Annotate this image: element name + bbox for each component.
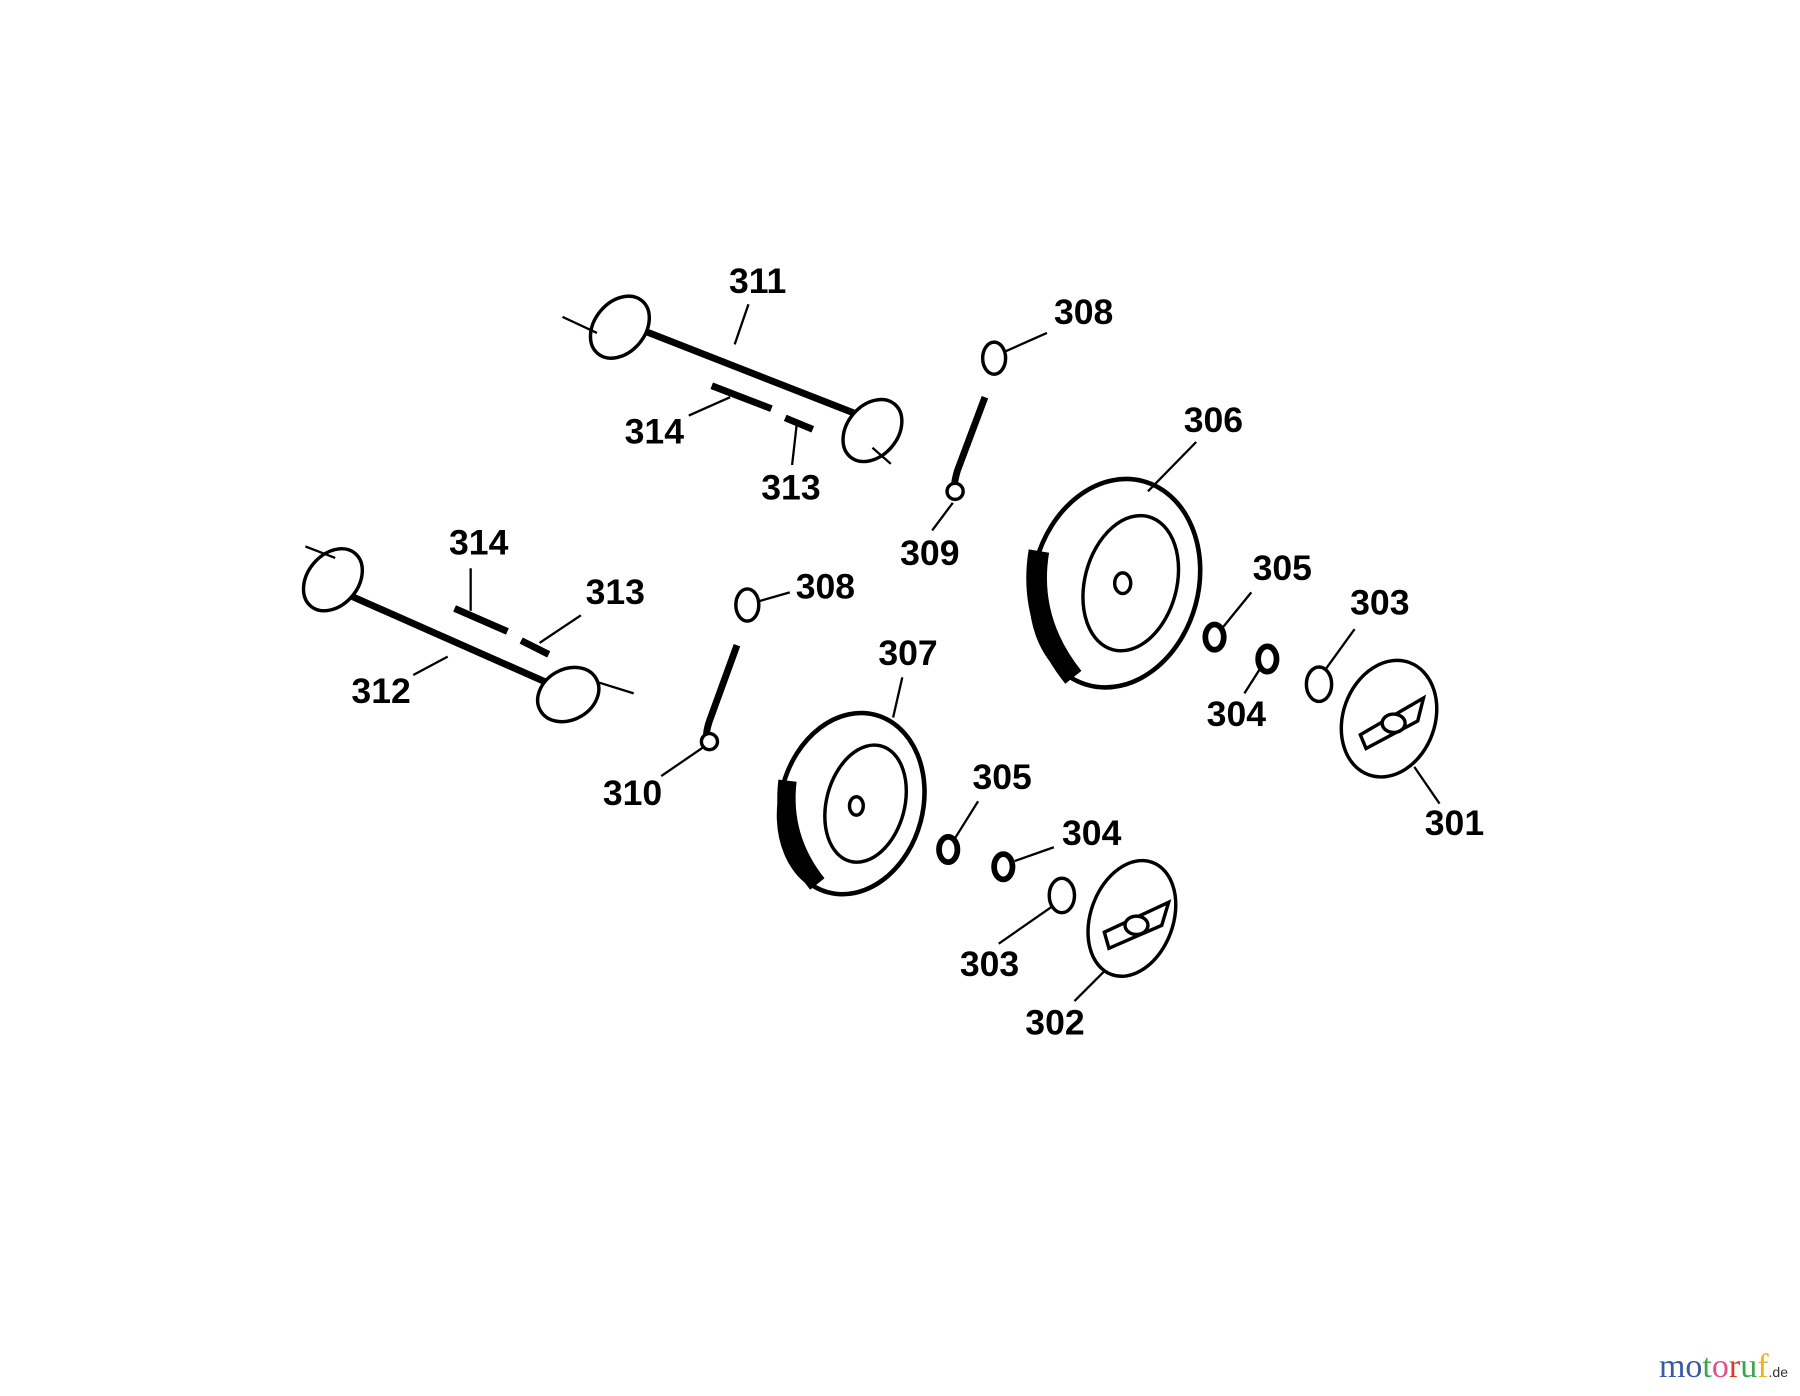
callout-309: 309 xyxy=(900,533,959,573)
callout-310: 310 xyxy=(603,773,662,813)
hubcap-301 xyxy=(1339,658,1439,779)
callout-314: 314 xyxy=(449,523,509,563)
cotter-pin-310 xyxy=(699,644,741,752)
callout-302: 302 xyxy=(1025,1003,1084,1043)
pin-314-upper xyxy=(710,382,773,412)
hubcap-302 xyxy=(1086,858,1178,978)
callout-313: 313 xyxy=(586,572,645,612)
callout-314: 314 xyxy=(625,411,685,451)
logo-letter: u xyxy=(1740,1348,1758,1385)
logo-letter: t xyxy=(1702,1348,1712,1385)
bushing-308-lower xyxy=(734,587,761,623)
washer-304-upper xyxy=(1255,643,1280,675)
callout-311: 311 xyxy=(729,261,786,301)
callout-312: 312 xyxy=(351,671,410,711)
callout-313: 313 xyxy=(761,468,820,508)
callout-305: 305 xyxy=(1253,548,1312,588)
ring-303-upper xyxy=(1304,665,1334,704)
wheel-306 xyxy=(1026,476,1203,690)
wheel-307 xyxy=(776,710,927,897)
callout-303: 303 xyxy=(960,944,1019,984)
washer-304-lower xyxy=(991,851,1016,883)
axle-312 xyxy=(301,545,635,724)
ring-303-lower xyxy=(1047,876,1077,915)
callout-308: 308 xyxy=(796,566,855,606)
callout-305: 305 xyxy=(972,757,1031,797)
logo-letter: f xyxy=(1757,1348,1769,1385)
callout-301: 301 xyxy=(1425,803,1484,843)
callout-304: 304 xyxy=(1207,694,1267,734)
bushing-308-upper xyxy=(980,340,1008,376)
logo-suffix: .de xyxy=(1768,1364,1788,1380)
cotter-pin-309 xyxy=(945,396,989,502)
leader-lines xyxy=(412,303,1441,1002)
logo-letter: m xyxy=(1658,1348,1686,1385)
spring-313-upper xyxy=(783,414,815,433)
logo-letter: r xyxy=(1728,1348,1741,1385)
axle-311 xyxy=(562,294,904,465)
callout-308: 308 xyxy=(1054,292,1113,332)
motoruf-watermark-logo: motoruf.de xyxy=(1659,1348,1788,1386)
spring-313-lower xyxy=(519,637,551,658)
logo-letter: o xyxy=(1711,1348,1729,1385)
washer-305-lower xyxy=(936,834,961,866)
washer-305-upper xyxy=(1202,621,1227,653)
callout-303: 303 xyxy=(1350,582,1409,622)
pin-314-lower xyxy=(453,605,509,635)
callout-307: 307 xyxy=(878,633,937,673)
callout-304: 304 xyxy=(1062,813,1122,853)
logo-letter: o xyxy=(1685,1348,1703,1385)
callout-306: 306 xyxy=(1184,400,1243,440)
